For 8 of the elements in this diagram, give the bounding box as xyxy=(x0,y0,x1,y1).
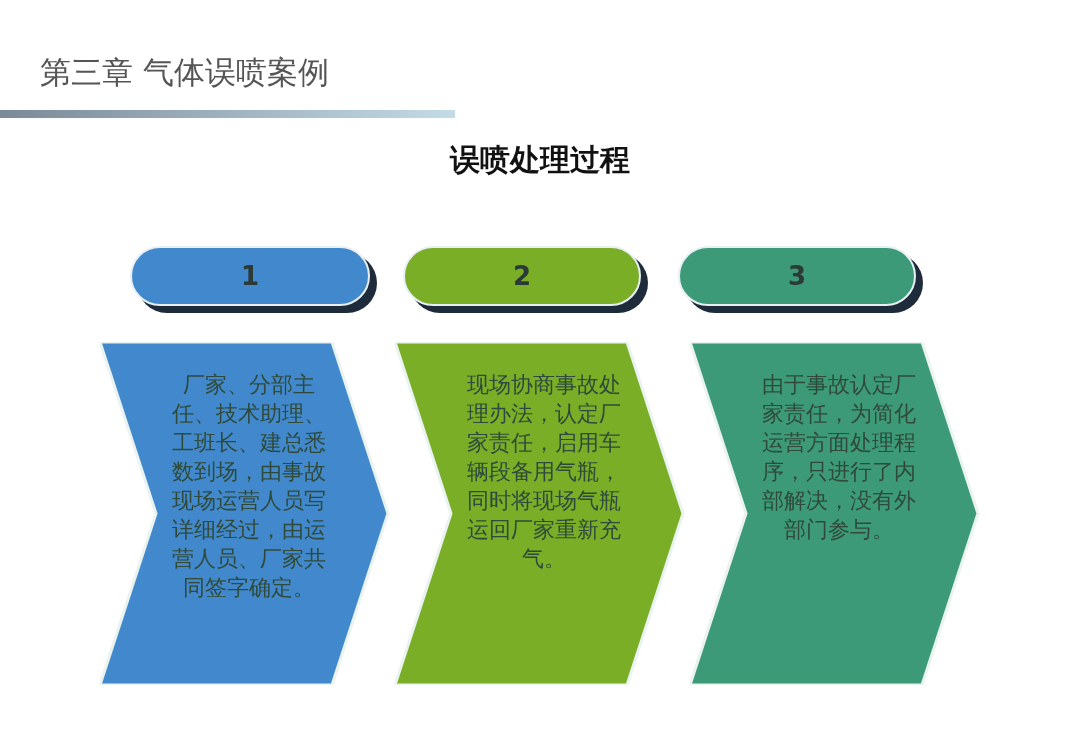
step-description: 现场协商事故处理办法，认定厂家责任，启用车辆段备用气瓶，同时将现场气瓶运回厂家重新充气。 xyxy=(466,371,622,573)
chevron-step xyxy=(395,342,687,685)
diagram-title: 误喷处理过程 xyxy=(448,141,631,179)
chevron-step xyxy=(100,342,392,685)
chapter-heading: 第三章 气体误喷案例 xyxy=(40,53,329,92)
step-description: 由于事故认定厂家责任，为简化运营方面处理程序，只进行了内部解决，没有外部门参与。 xyxy=(761,371,917,544)
step-description: 厂家、分部主任、技术助理、工班长、建总悉数到场，由事故现场运营人员写详细经过，由运营人员、厂家共同签字确定。 xyxy=(171,371,327,602)
chevron-step xyxy=(690,342,982,685)
